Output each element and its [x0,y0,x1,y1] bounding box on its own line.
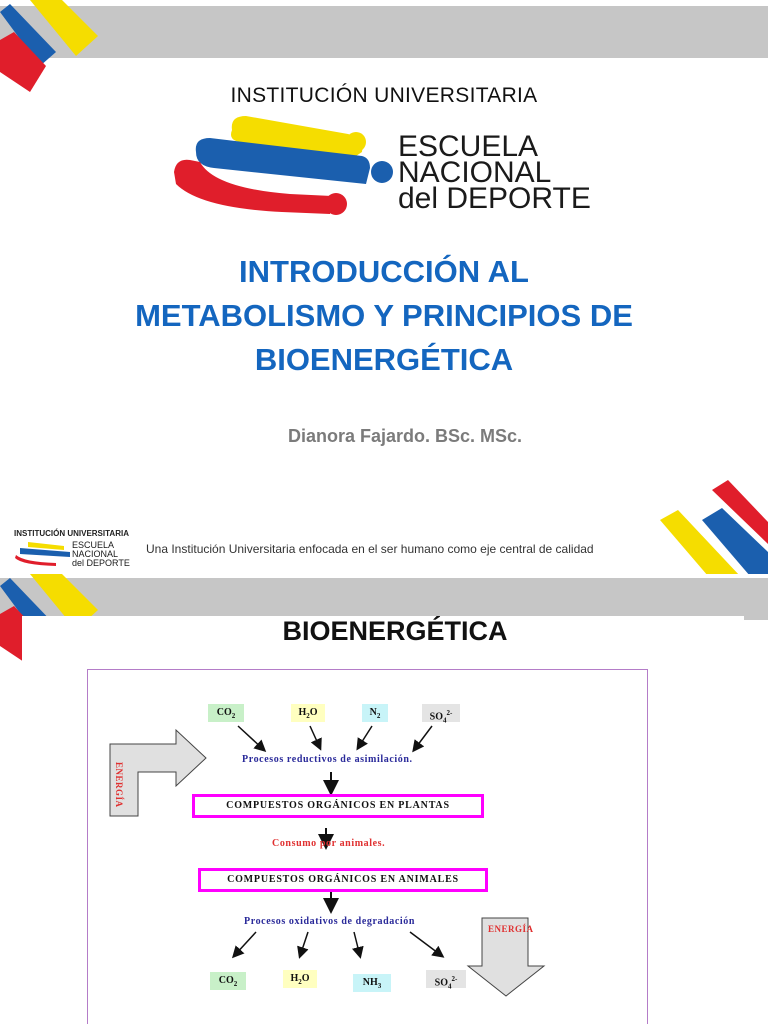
slide-title: INTRODUCCIÓN AL METABOLISMO Y PRINCIPIOS… [40,250,728,382]
input-so4: SO42- [422,704,460,724]
footer-logo-line-1: ESCUELA [72,540,115,550]
logo-line-3: del DEPORTE [398,182,591,215]
logo-line-2: NACIONAL [398,156,552,189]
header-bar-2 [0,578,768,620]
plants-compounds-box: COMPUESTOS ORGÁNICOS EN PLANTAS [192,794,484,818]
corner-flag-stripes [0,0,98,92]
output-co2: CO2 [210,972,246,990]
consumption-label: Consumo por animales. [272,838,386,849]
energy-in-label: ENERGÍA [114,762,124,808]
energy-out-label: ENERGÍA [488,924,534,934]
footer-tagline: Una Institución Universitaria enfocada e… [146,542,594,556]
bioenergetics-diagram: CO2 H2O N2 SO42- [87,669,648,1024]
diagram-arrows [109,725,546,997]
title-slide: INSTITUCIÓN UNIVERSITARIA ESCUELA NACION… [0,0,768,574]
footer-logo-graphic [15,542,70,566]
output-h2o: H2O [283,970,317,988]
input-h2o: H2O [291,704,325,722]
output-so4: SO42- [426,970,466,990]
footer-logo-line-2: NACIONAL [72,549,119,559]
footer-institution-label: INSTITUCIÓN UNIVERSITARIA [14,529,129,538]
footer-logo-wordmark: ESCUELA NACIONAL del DEPORTE [72,541,130,568]
author-name: Dianora Fajardo. BSc. MSc. [287,426,523,446]
input-n2: N2 [362,704,388,722]
degradation-process: Procesos oxidativos de degradación [244,916,416,927]
assimilation-process: Procesos reductivos de asimilación. [242,754,413,765]
slide-content-area [22,616,744,1024]
logo-wordmark: ESCUELA NACIONAL del DEPORTE [398,130,591,215]
title-line-2: METABOLISMO Y PRINCIPIOS DE [135,298,633,333]
title-line-1: INTRODUCCIÓN AL [239,254,529,289]
animals-compounds-box: COMPUESTOS ORGÁNICOS EN ANIMALES [198,868,488,892]
header-bar [0,6,768,58]
logo-line-1: ESCUELA [398,130,539,163]
slide-title: BIOENERGÉTICA [282,616,508,646]
input-co2: CO2 [208,704,244,722]
institution-label: INSTITUCIÓN UNIVERSITARIA [230,84,538,107]
escuela-logo-graphic [174,116,393,215]
title-line-3: BIOENERGÉTICA [254,342,514,377]
output-nh3: NH3 [353,974,391,992]
footer-logo-line-3: del DEPORTE [72,558,130,568]
bioenergetics-slide: BIOENERGÉTICA CO2 H2O N2 SO42- [0,574,768,1024]
corner-flag-stripes-bottom [660,480,768,574]
